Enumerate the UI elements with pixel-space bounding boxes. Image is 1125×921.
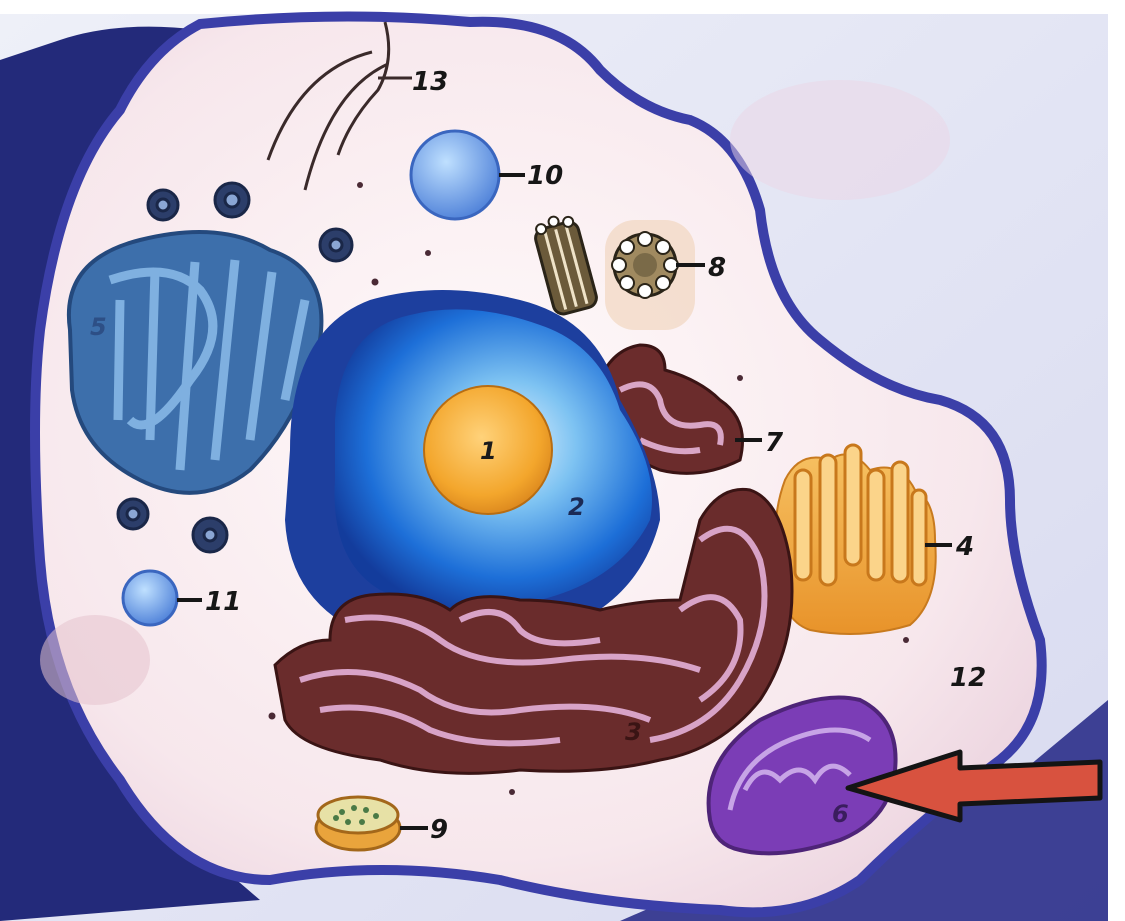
label-cytoplasm: 12 xyxy=(950,663,986,693)
label-small-vesicle: 11 xyxy=(205,587,241,617)
label-cytoskeleton: 13 xyxy=(412,67,448,97)
label-centrioles: 8 xyxy=(708,253,726,283)
right-border xyxy=(1108,0,1125,921)
label-nucleus: 2 xyxy=(568,493,585,521)
label-nucleolus: 1 xyxy=(480,437,497,465)
label-golgi: 5 xyxy=(90,313,107,341)
label-smooth-er: 4 xyxy=(955,532,974,562)
cytoplasm-shade xyxy=(40,615,150,705)
label-mitochondrion: 6 xyxy=(832,800,849,828)
centrioles xyxy=(531,211,705,330)
cytoplasm-shade xyxy=(730,80,950,200)
label-lysosome: 9 xyxy=(430,815,448,845)
top-border xyxy=(0,0,1125,14)
label-rough-er: 3 xyxy=(625,718,642,746)
nucleolus: 1 xyxy=(424,386,552,514)
label-vesicle: 10 xyxy=(527,161,563,191)
label-rough-er-small: 7 xyxy=(765,428,784,458)
